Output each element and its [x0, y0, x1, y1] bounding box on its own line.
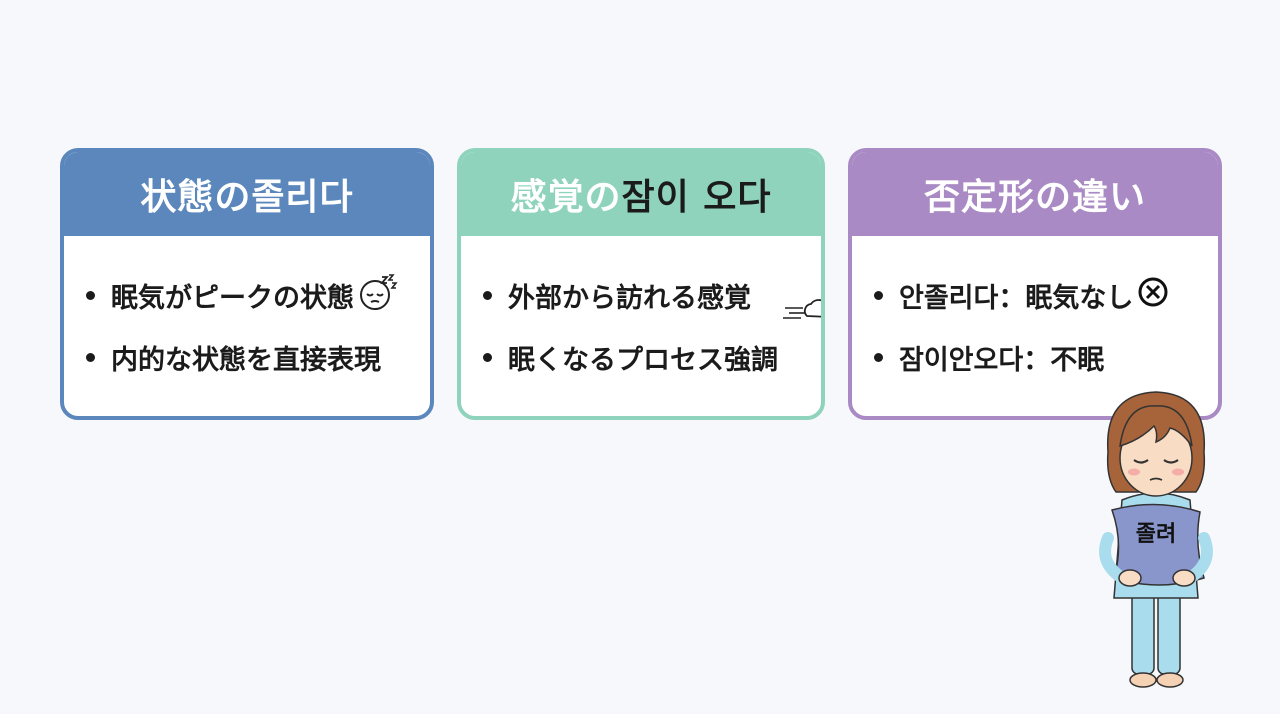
card-title-highlight: 잠이 오다 — [621, 177, 772, 218]
card-title-main: 感覚の — [510, 177, 622, 218]
list-item-text: 眠くなるプロセス強調 — [508, 344, 778, 376]
bullet-icon — [86, 352, 95, 362]
card-header: 状態の졸리다 — [64, 152, 430, 236]
card-header: 否定形の違い — [852, 152, 1218, 236]
card-title: 否定形の違い — [923, 177, 1146, 218]
card-list: 眠気がピークの状態 内的な状態を直接表現 — [64, 236, 430, 388]
list-item: 眠くなるプロセス強調 — [483, 326, 821, 388]
sleepy-face-icon — [358, 273, 398, 318]
list-item: 内的な状態を直接表現 — [86, 326, 430, 388]
list-item-text: 잠이안오다：不眠 — [899, 344, 1105, 376]
card-state-jollida: 状態の졸리다 眠気がピークの状態 内的な状態を直接表現 — [60, 148, 434, 420]
card-negation-difference: 否定形の違い 안졸리다：眠気なし 잠이안오다：不眠 — [848, 148, 1222, 420]
breeze-cloud-icon — [783, 294, 821, 333]
bullet-icon — [874, 290, 883, 300]
list-item-text: 眠気がピークの状態 — [111, 282, 354, 314]
bullet-icon — [483, 290, 492, 300]
card-list: 外部から訪れる感覚 眠くなるプロセス強調 — [461, 236, 821, 388]
card-title: 状態の졸리다 — [140, 177, 354, 218]
card-header: 感覚の 잠이 오다 — [461, 152, 821, 236]
circle-x-icon — [1137, 276, 1169, 315]
list-item-text: 外部から訪れる感覚 — [508, 282, 751, 314]
list-item: 잠이안오다：不眠 — [874, 326, 1218, 388]
list-item-text: 안졸리다：眠気なし — [899, 282, 1134, 314]
list-item-text: 内的な状態を直接表現 — [111, 344, 381, 376]
list-item: 眠気がピークの状態 — [86, 264, 430, 326]
bullet-icon — [483, 352, 492, 362]
pillow-label: 졸려 — [1135, 522, 1177, 547]
card-list: 안졸리다：眠気なし 잠이안오다：不眠 — [852, 236, 1218, 388]
sleepy-girl-illustration: 졸려 — [1090, 388, 1220, 694]
list-item: 外部から訪れる感覚 — [483, 264, 821, 326]
card-sense-jami-oda: 感覚の 잠이 오다 外部から訪れる感覚 眠くなるプロセス強調 — [457, 148, 825, 420]
list-item: 안졸리다：眠気なし — [874, 264, 1218, 326]
bullet-icon — [86, 290, 95, 300]
bullet-icon — [874, 352, 883, 362]
